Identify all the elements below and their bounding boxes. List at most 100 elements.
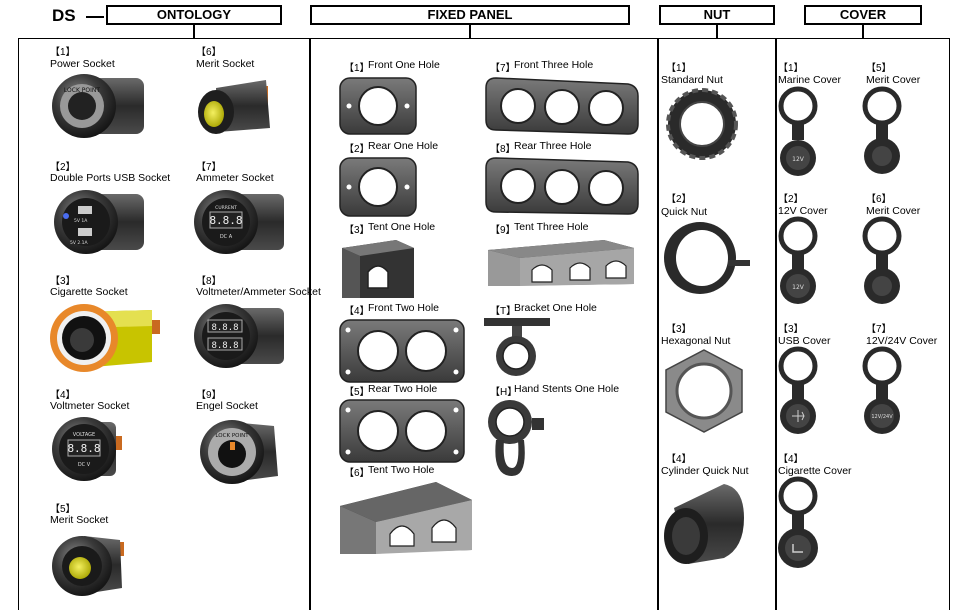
standard-nut-icon (664, 86, 740, 162)
front-one-hole-panel-icon (336, 74, 420, 138)
category-nut-header: NUT (659, 5, 775, 25)
item-label: Front Two Hole (368, 302, 440, 314)
power-socket-icon: LOCK POINT (48, 70, 148, 142)
item-number: 【1】 (666, 63, 692, 74)
catalog-frame (18, 38, 950, 610)
category-ontology-header: ONTOLOGY (106, 5, 282, 25)
hexagonal-nut-icon (660, 348, 748, 434)
rear-two-hole-panel-icon (336, 396, 468, 466)
svg-text:8.8.8: 8.8.8 (209, 214, 242, 227)
item-label: Voltmeter/Ammeter Socket (196, 286, 321, 298)
item-label: Marine Cover (778, 74, 842, 86)
lock-point-text: LOCK POINT (215, 433, 249, 439)
svg-text:8.8.8: 8.8.8 (211, 341, 238, 351)
item-label: Front One Hole (368, 59, 440, 71)
item-number: 【3】 (666, 324, 692, 335)
section-divider (309, 38, 311, 610)
item-label: Engel Socket (196, 400, 258, 412)
rear-one-hole-panel-icon (336, 154, 420, 220)
front-three-hole-panel-icon (482, 74, 642, 138)
item-number: 【4】 (666, 454, 692, 465)
item-number: 【T】 (490, 306, 517, 317)
item-label: Merit Cover (866, 74, 921, 86)
item-label: Standard Nut (661, 74, 723, 86)
section-divider (657, 38, 659, 610)
item-label: Merit Socket (196, 58, 255, 70)
item-number: 【6】 (196, 47, 222, 58)
item-number: 【5】 (50, 504, 76, 515)
item-number: 【2】 (50, 162, 76, 173)
voltage-text: VOLTAGE (73, 432, 95, 438)
item-label: Tent One Hole (368, 221, 436, 233)
svg-text:8.8.8: 8.8.8 (211, 323, 238, 333)
category-ontology-stem (193, 25, 195, 39)
item-number: 【2】 (344, 144, 370, 155)
item-label: Cigarette Cover (778, 465, 852, 477)
item-number: 【9】 (490, 225, 516, 236)
category-cover-header: COVER (804, 5, 922, 25)
usb-port-1-text: 5V 1A (74, 218, 88, 224)
merit-socket-icon (50, 528, 132, 604)
hand-stent-one-hole-icon (482, 396, 552, 482)
dc-v-text: DC V (78, 462, 91, 468)
item-label: Tent Two Hole (368, 464, 435, 476)
item-number: 【3】 (344, 225, 370, 236)
cigarette-socket-icon (48, 298, 164, 378)
item-label: Double Ports USB Socket (50, 172, 171, 184)
item-number: 【1】 (344, 63, 370, 74)
usb-socket-icon: 5V 1A 5V 2.1A (50, 186, 150, 260)
category-fixed-panel-stem (469, 25, 471, 39)
bracket-one-hole-icon (482, 314, 554, 380)
item-number: 【7】 (866, 324, 892, 335)
category-cover-stem (862, 25, 864, 39)
item-label: Merit Cover (866, 205, 921, 217)
item-number: 【3】 (778, 324, 804, 335)
cover-12v-text: 12V (792, 284, 805, 291)
item-number: 【1】 (778, 63, 804, 74)
item-number: 【1】 (50, 47, 76, 58)
item-label: Hexagonal Nut (661, 335, 731, 347)
tent-one-hole-panel-icon (336, 236, 420, 302)
12v-cover-icon: 12V (778, 216, 818, 308)
svg-text:8.8.8: 8.8.8 (67, 442, 100, 455)
tent-two-hole-panel-icon (336, 478, 476, 558)
item-label: Cigarette Socket (50, 286, 128, 298)
item-number: 【3】 (50, 276, 76, 287)
cigarette-cover-icon (778, 476, 818, 572)
item-number: 【4】 (344, 306, 370, 317)
current-text: CURRENT (215, 205, 237, 211)
cylinder-quick-nut-icon (660, 478, 748, 570)
dc-a-text: DC A (220, 234, 233, 240)
merit-cover-icon (862, 86, 902, 178)
item-number: 【4】 (50, 390, 76, 401)
item-number: 【6】 (866, 194, 892, 205)
front-two-hole-panel-icon (336, 316, 468, 386)
brand-dash (86, 16, 104, 18)
quick-nut-icon (660, 218, 754, 298)
voltmeter-socket-icon: 8.8.8 VOLTAGE DC V (50, 412, 146, 486)
marine-cover-icon: 12V (778, 86, 818, 180)
ammeter-socket-icon: 8.8.8 CURRENT DC A (192, 186, 288, 258)
item-label: Bracket One Hole (514, 302, 597, 314)
item-number: 【9】 (196, 390, 222, 401)
category-fixed-panel-header: FIXED PANEL (310, 5, 630, 25)
item-label: 12V Cover (778, 205, 828, 217)
engel-socket-icon: LOCK POINT (196, 414, 286, 488)
12v-24v-cover-icon: 12V/24V (862, 346, 902, 438)
item-number: 【8】 (490, 144, 516, 155)
item-label: Merit Socket (50, 514, 109, 526)
category-nut-stem (716, 25, 718, 39)
cover-12v-text: 12V (792, 156, 805, 163)
usb-port-2-text: 5V 2.1A (70, 240, 89, 246)
item-label: Voltmeter Socket (50, 400, 130, 412)
rear-three-hole-panel-icon (482, 154, 642, 218)
item-label: Rear One Hole (368, 140, 439, 152)
item-label: Quick Nut (661, 206, 708, 218)
item-label: Cylinder Quick Nut (661, 465, 749, 477)
item-number: 【7】 (196, 162, 222, 173)
item-number: 【5】 (866, 63, 892, 74)
volt-ammeter-socket-icon: 8.8.8 8.8.8 (192, 300, 288, 372)
cover-12v24v-text: 12V/24V (871, 414, 893, 420)
brand-label: DS (52, 6, 76, 25)
item-number: 【2】 (666, 194, 692, 205)
